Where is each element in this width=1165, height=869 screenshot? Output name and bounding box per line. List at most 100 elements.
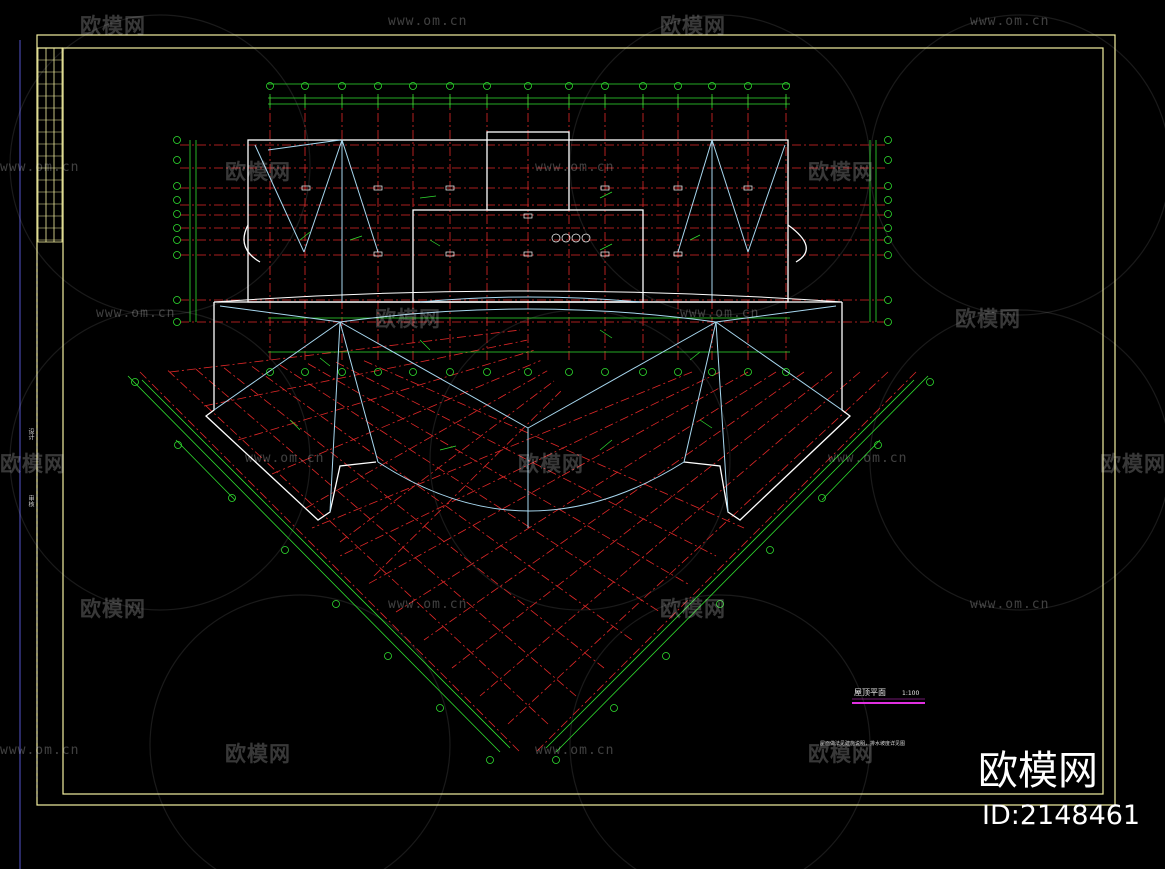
grid-bubble xyxy=(173,251,181,259)
grid-bubble xyxy=(173,224,181,232)
watermark-brand: 欧模网 xyxy=(80,597,146,621)
grid-bubble xyxy=(374,368,382,376)
watermark-brand: 欧模网 xyxy=(955,307,1021,331)
grid-bubble xyxy=(483,82,491,90)
dimension-line-diagonal xyxy=(127,375,501,753)
watermark-url: www.om.cn xyxy=(388,597,468,612)
grid-bubble xyxy=(524,368,532,376)
annotation-mark xyxy=(429,239,441,247)
watermark-brand: 欧模网 xyxy=(808,160,874,184)
grid-bubble xyxy=(486,756,494,764)
grid-bubble xyxy=(173,318,181,326)
annotation-mark xyxy=(699,419,713,429)
grid-bubble xyxy=(639,368,647,376)
annotation-mark xyxy=(299,231,311,241)
watermark-brand: 欧模网 xyxy=(660,14,726,38)
vent-circle xyxy=(571,233,581,243)
watermark-brand: 欧模网 xyxy=(808,742,874,766)
annotation-mark xyxy=(599,191,613,199)
roof-lines xyxy=(213,139,843,528)
roof-drain xyxy=(445,251,455,257)
dimension-line-diagonal xyxy=(555,375,929,753)
watermark-brand: 欧模网 xyxy=(375,307,441,331)
grid-bubble xyxy=(409,82,417,90)
annotation-mark xyxy=(439,445,457,451)
grid-bubble xyxy=(662,652,670,660)
axis-line-diagonal xyxy=(203,339,527,407)
title-block-rows xyxy=(38,59,62,241)
axis-line-diagonal xyxy=(251,366,633,641)
grid-bubble xyxy=(228,494,236,502)
grid-bubble xyxy=(716,600,724,608)
grid-bubble xyxy=(565,368,573,376)
watermark-brand: 欧模网 xyxy=(225,160,291,184)
dimension-line-diagonal xyxy=(545,379,915,749)
watermark-url: www.om.cn xyxy=(96,306,176,321)
axis-line-diagonal xyxy=(339,371,721,557)
roof-drain xyxy=(600,185,610,191)
watermark-url: www.om.cn xyxy=(680,306,760,321)
grid-bubble xyxy=(446,82,454,90)
model-id: ID:2148461 xyxy=(982,800,1141,831)
grid-bubble xyxy=(601,368,609,376)
grid-bubble xyxy=(338,82,346,90)
grid-bubble xyxy=(674,368,682,376)
grid-bubble xyxy=(446,368,454,376)
axis-line-diagonal xyxy=(535,371,917,753)
brand-logo: 欧模网 xyxy=(978,748,1098,794)
axis-line-diagonal xyxy=(237,350,534,441)
axis-line-diagonal xyxy=(373,390,562,577)
side-label: 设计 xyxy=(27,428,34,440)
plan-note: 屋面做法见建施说明，排水坡度详见图 xyxy=(820,741,906,747)
grid-bubble xyxy=(744,82,752,90)
axis-line-diagonal xyxy=(311,371,693,529)
grid-bubble xyxy=(884,251,892,259)
annotation-mark xyxy=(599,243,613,251)
grid-bubble xyxy=(884,196,892,204)
grid-bubble xyxy=(674,82,682,90)
axis-line-diagonal xyxy=(271,360,541,475)
dimension-line-diagonal xyxy=(821,439,881,501)
grid-bubble xyxy=(744,368,752,376)
watermark-url: www.om.cn xyxy=(828,451,908,466)
plan-scale: 1:100 xyxy=(902,690,920,697)
axis-line-diagonal xyxy=(423,371,805,641)
annotation-mark xyxy=(689,351,701,361)
axis-line-diagonal xyxy=(363,360,745,529)
roof-drain xyxy=(373,185,383,191)
watermark-brand: 欧模网 xyxy=(518,452,584,476)
grid-bubble xyxy=(708,368,716,376)
grid-bubble xyxy=(766,546,774,554)
grid-bubbles xyxy=(131,82,934,764)
grid-bubble xyxy=(483,368,491,376)
grid-bubble xyxy=(173,136,181,144)
watermark-circles xyxy=(9,14,1165,869)
grid-bubble xyxy=(384,652,392,660)
roof-drain xyxy=(445,185,455,191)
grid-bubble xyxy=(131,378,139,386)
axis-line-diagonal xyxy=(195,368,577,697)
roof-drain xyxy=(673,185,683,191)
grid-bubble xyxy=(926,378,934,386)
axis-line-diagonal xyxy=(479,371,861,697)
axis-line-diagonal xyxy=(367,371,749,585)
annotation-mark xyxy=(419,339,431,351)
watermark-brand: 欧模网 xyxy=(80,14,146,38)
annotation-mark xyxy=(319,357,331,367)
grid-bubble xyxy=(436,704,444,712)
annotation-mark xyxy=(289,419,301,431)
dimension-line-diagonal xyxy=(175,439,236,501)
watermark-brand: 欧模网 xyxy=(0,452,66,476)
grid-bubble xyxy=(874,441,882,449)
roof-drain xyxy=(373,251,383,257)
plan-title: 屋顶平面 xyxy=(854,688,886,697)
watermark-url: www.om.cn xyxy=(970,14,1050,29)
watermark-url: www.om.cn xyxy=(535,743,615,758)
grid-bubble xyxy=(524,82,532,90)
grid-bubble xyxy=(818,494,826,502)
grid-bubble xyxy=(782,82,790,90)
axis-grid-top xyxy=(180,96,885,360)
roof-drain xyxy=(523,213,533,219)
roof-drain xyxy=(523,251,533,257)
